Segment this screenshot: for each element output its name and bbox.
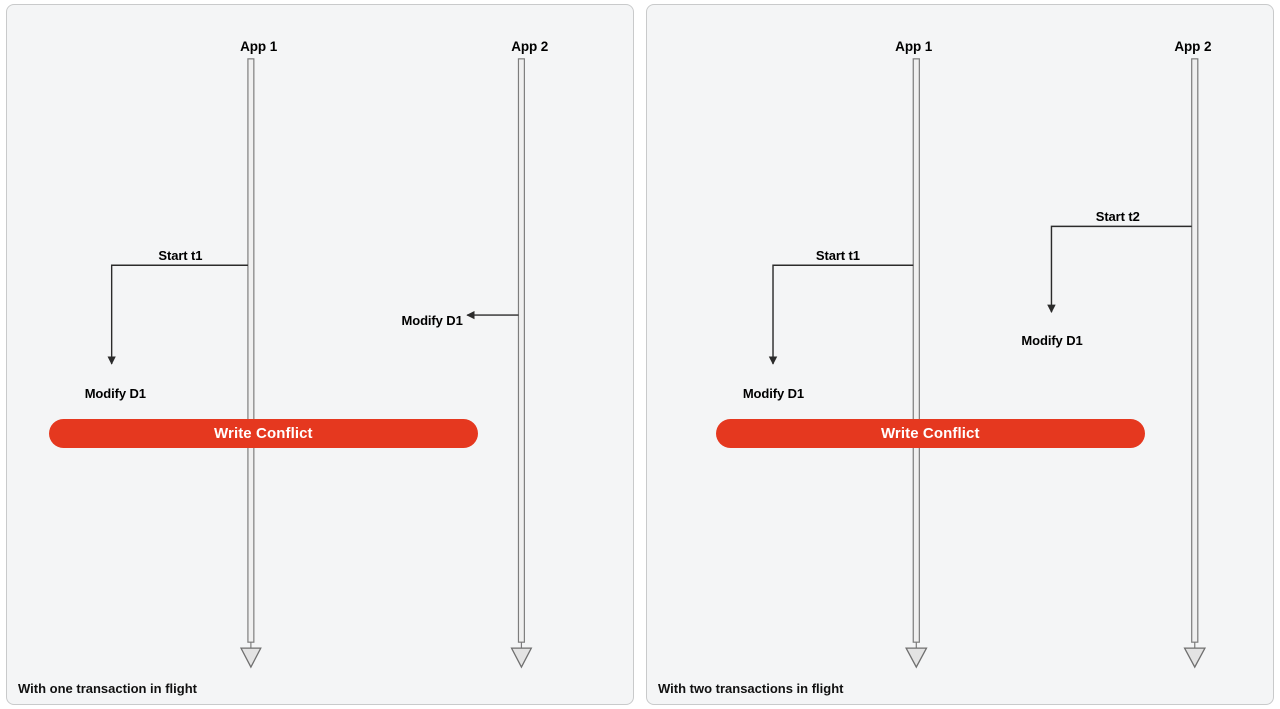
lifeline-app2 [510, 58, 533, 669]
actor-title-app1: App 1 [240, 39, 278, 54]
message-label-modify-d1-app2: Modify D1 [401, 313, 463, 328]
endpoint-label-modify-d1-t1: Modify D1 [742, 386, 805, 401]
endpoint-label-modify-d1-t2: Modify D1 [1021, 333, 1083, 348]
message-label-start-t1: Start t1 [815, 248, 860, 263]
connector-start-t2 [1047, 225, 1192, 313]
message-label-start-t1: Start t1 [158, 248, 203, 263]
connector-start-t1 [107, 264, 248, 365]
actor-title-app2: App 2 [511, 39, 549, 54]
lifeline-app2 [1183, 58, 1207, 669]
panel-two-transactions-inner: App 1 App 2 Start t1 Start t2 Modify D1 … [647, 5, 1273, 704]
panel-two-transactions: App 1 App 2 Start t1 Start t2 Modify D1 … [646, 4, 1274, 705]
panel-caption-one-transaction: With one transaction in flight [15, 681, 200, 696]
message-label-start-t2: Start t2 [1095, 209, 1140, 224]
panel-one-transaction-inner: App 1 App 2 Start t1 Modify D1 Modify D1… [7, 5, 633, 704]
sequence-diagram-one-transaction [107, 58, 533, 669]
sequence-diagram-two-transactions [768, 58, 1207, 669]
write-conflict-banner: Write Conflict [48, 419, 478, 448]
endpoint-label-modify-d1-t1: Modify D1 [84, 386, 146, 401]
actor-title-app1: App 1 [895, 39, 933, 54]
write-conflict-banner: Write Conflict [715, 419, 1145, 448]
panel-one-transaction: App 1 App 2 Start t1 Modify D1 Modify D1… [6, 4, 634, 705]
lifeline-app1 [905, 58, 928, 669]
actor-title-app2: App 2 [1174, 39, 1212, 54]
connector-start-t1 [768, 264, 914, 365]
lifeline-app1 [239, 58, 262, 669]
panel-caption-two-transactions: With two transactions in flight [655, 681, 847, 696]
